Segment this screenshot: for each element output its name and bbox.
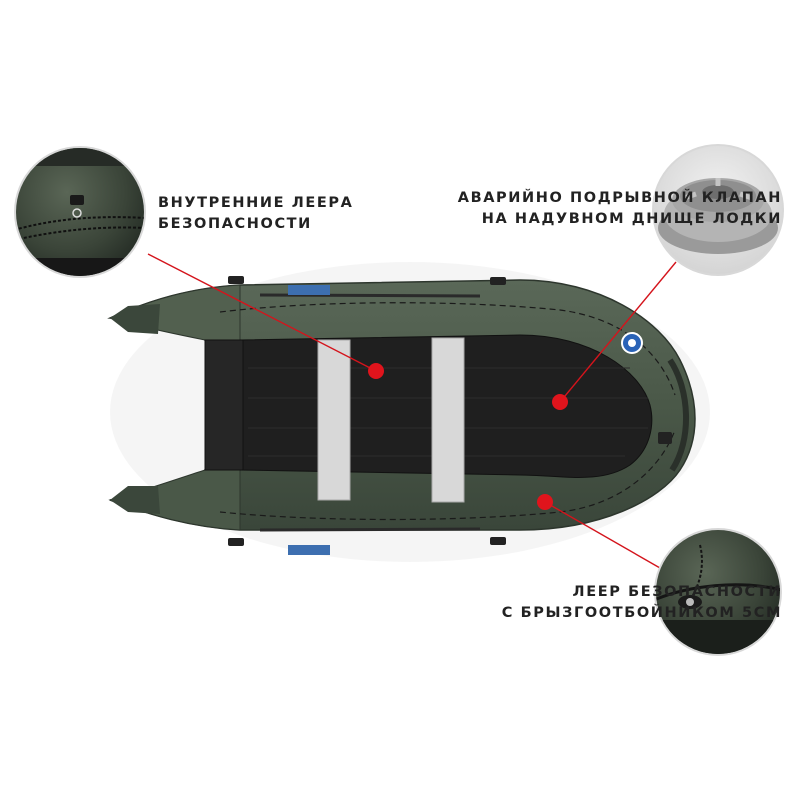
detail-circle-valve: [652, 144, 784, 276]
detail-circle-inner-rails: [14, 146, 146, 278]
red-dot-icon: [537, 494, 553, 510]
seat-front: [317, 339, 351, 501]
red-dot-icon: [552, 394, 568, 410]
detail-circle-outer-rail: [654, 528, 782, 656]
pointer-lines: [147, 253, 677, 569]
brand-logo-icon: [621, 332, 643, 354]
callout-outer-rail: ЛЕЕР БЕЗОПАСНОСТИ С БРЫЗГООТБОЙНИКОМ 5СМ: [502, 582, 782, 624]
transom: [204, 339, 244, 471]
red-dot-icon: [368, 363, 384, 379]
callout-valve: АВАРИЙНО ПОДРЫВНОЙ КЛАПАН НА НАДУВНОМ ДН…: [458, 188, 782, 230]
callout-outer-rail-line2: С БРЫЗГООТБОЙНИКОМ 5СМ: [501, 605, 782, 621]
tube-cone-bottom: [110, 486, 160, 514]
callout-valve-line2: НА НАДУВНОМ ДНИЩЕ ЛОДКИ: [481, 211, 782, 227]
callout-outer-rail-line1: ЛЕЕР БЕЗОПАСНОСТИ: [572, 584, 782, 600]
oars: [259, 293, 481, 532]
boat: [107, 262, 710, 562]
tube-cone-top: [110, 304, 160, 334]
seat-rear: [431, 337, 465, 503]
callout-inner-rails-line2: БЕЗОПАСНОСТИ: [158, 216, 312, 232]
callout-valve-line1: АВАРИЙНО ПОДРЫВНОЙ КЛАПАН: [457, 190, 782, 206]
markers: [368, 363, 568, 510]
callout-inner-rails-line1: ВНУТРЕННИЕ ЛЕЕРА: [158, 195, 354, 211]
callout-inner-rails: ВНУТРЕННИЕ ЛЕЕРА БЕЗОПАСНОСТИ: [158, 193, 353, 235]
